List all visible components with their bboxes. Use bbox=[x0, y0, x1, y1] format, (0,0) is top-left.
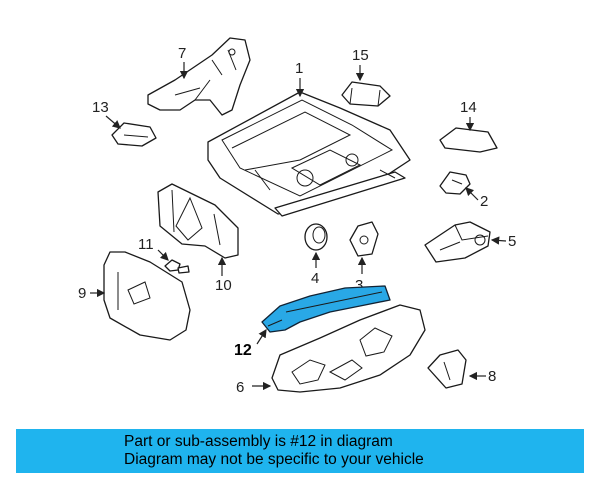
part-15-clip[interactable] bbox=[341, 81, 391, 107]
callout-2: 2 bbox=[480, 193, 488, 210]
part-5-motor[interactable] bbox=[424, 221, 491, 263]
callout-9: 9 bbox=[78, 285, 86, 302]
part-13-clip[interactable] bbox=[111, 122, 157, 147]
callout-14: 14 bbox=[460, 99, 477, 116]
callout-10: 10 bbox=[215, 277, 232, 294]
part-4-knob[interactable] bbox=[304, 223, 328, 251]
part-9-side-shield[interactable] bbox=[103, 251, 191, 341]
callout-11: 11 bbox=[138, 236, 154, 253]
callout-5: 5 bbox=[508, 233, 516, 250]
part-12-trim-highlighted[interactable] bbox=[261, 285, 391, 333]
part-2-bracket[interactable] bbox=[439, 171, 471, 195]
callout-13: 13 bbox=[92, 99, 109, 116]
part-11-screw[interactable] bbox=[164, 259, 190, 274]
leader-12 bbox=[256, 328, 267, 345]
part-10-housing[interactable] bbox=[157, 183, 239, 259]
banner-line-1: Part or sub-assembly is #12 in diagram bbox=[124, 433, 393, 450]
part-6-outer-cover[interactable] bbox=[271, 304, 426, 393]
part-7-bracket[interactable] bbox=[147, 37, 251, 116]
callout-7: 7 bbox=[178, 45, 186, 62]
callout-1: 1 bbox=[295, 60, 303, 77]
leader-11 bbox=[157, 249, 169, 261]
part-3-switch[interactable] bbox=[349, 221, 379, 257]
part-1-seat-adjuster[interactable] bbox=[207, 91, 411, 217]
part-14-cover[interactable] bbox=[439, 127, 498, 153]
info-banner: Part or sub-assembly is #12 in diagram D… bbox=[16, 429, 584, 473]
callout-6: 6 bbox=[236, 379, 244, 396]
callout-3: 3 bbox=[355, 277, 363, 294]
callout-15: 15 bbox=[352, 47, 369, 64]
parts-diagram: 7 15 13 1 14 2 5 bbox=[78, 37, 516, 396]
banner-line-2: Diagram may not be specific to your vehi… bbox=[124, 451, 424, 468]
part-8-cover[interactable] bbox=[427, 349, 467, 389]
callout-8: 8 bbox=[488, 368, 496, 385]
leader-5 bbox=[490, 236, 507, 245]
leader-2 bbox=[465, 187, 479, 201]
callout-12: 12 bbox=[234, 342, 252, 359]
leader-13 bbox=[105, 115, 121, 129]
callout-4: 4 bbox=[311, 270, 319, 287]
